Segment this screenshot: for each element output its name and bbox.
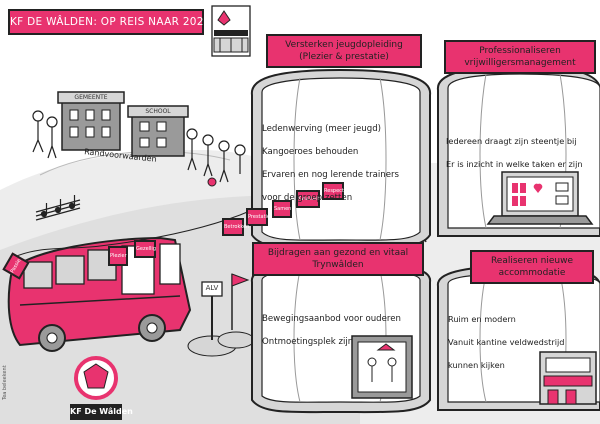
accommodation-building-icon [539, 351, 597, 405]
ball-icon [207, 177, 217, 187]
theme-title-line: Versterken jeugdopleiding [285, 40, 403, 50]
theme-title-line: Trynwâlden [312, 260, 364, 270]
list-item: voor de groep zetten [262, 192, 353, 203]
flag-prestatie: Prestatie [246, 208, 270, 226]
theme-title-line: accommodatie [498, 268, 566, 278]
theme-title-line: vrijwilligersmanagement [464, 58, 576, 68]
theme-items-accommodatie: Ruim en modern Vanuit kantine veldwedstr… [448, 302, 564, 383]
gemeente-label: GEMEENTE [74, 94, 108, 101]
list-item: Bewegingsaanbod voor ouderen [262, 313, 401, 324]
music-notes-icon [35, 195, 81, 221]
theme-title-accommodatie: Realiseren nieuwe accommodatie [470, 250, 594, 284]
theme-title-line: Bijdragen aan gezond en vitaal [267, 248, 409, 258]
list-item: kunnen kijken [448, 359, 505, 370]
bus-icon [7, 236, 192, 352]
page-title: KF DE WÂLDEN: OP REIS NAAR 2028 [8, 9, 210, 35]
flag-kwaliteit: Kwaliteit [296, 190, 320, 208]
gemeente-building-icon [57, 91, 125, 151]
theme-title-gezond: Bijdragen aan gezond en vitaal Trynwâlde… [252, 242, 424, 276]
theme-items-jeugd: Ledenwerving (meer jeugd) Kangoeroes beh… [262, 112, 399, 216]
theme-title-line: (Plezier & prestatie) [299, 52, 389, 62]
alv-label: ALV [205, 284, 219, 292]
theme-title-vrijwilligers: Professionaliseren vrijwilligersmanageme… [444, 40, 596, 74]
flag-respect: Respect [322, 182, 344, 200]
theme-title-line: Professionaliseren [479, 46, 561, 56]
theme-title-line: Realiseren nieuwe [490, 256, 574, 266]
theme-items-vrijwilligers: Iedereen draagt zijn steentje bij Er is … [446, 124, 583, 182]
flag-plezier: Plezier [108, 246, 128, 266]
flag-samen: Samen [272, 200, 292, 218]
list-item: Vanuit kantine veldwedstrijd [448, 336, 565, 347]
header-logo-icon [211, 5, 251, 57]
credit-text: Tea beleekent [2, 365, 8, 400]
list-item: Ontmoetingsplek zijn [262, 336, 354, 347]
school-label: SCHOOL [145, 108, 171, 115]
flag-betrokken: Betrokken [222, 218, 249, 236]
list-item: Ervaren en nog lerende trainers [262, 169, 400, 180]
list-item: Ruim en modern [448, 313, 516, 324]
footer-logo-text: KF De Wâlden [70, 407, 133, 416]
list-item: Ledenwerving (meer jeugd) [262, 123, 382, 134]
photo-frame-icon [351, 335, 413, 399]
theme-title-jeugd: Versterken jeugdopleiding (Plezier & pre… [266, 34, 422, 68]
list-item: Er is inzicht in welke taken er zijn [446, 158, 583, 169]
alv-sign-board [201, 281, 223, 297]
school-building-icon [127, 105, 189, 157]
list-item: Kangoeroes behouden [262, 146, 359, 157]
flag-gezellig: Gezellig [134, 240, 156, 258]
footer-logo-icon [70, 356, 122, 420]
people-group-icon [32, 110, 246, 183]
theme-items-gezond: Bewegingsaanbod voor ouderen Ontmoetings… [262, 302, 401, 360]
list-item: Iedereen draagt zijn steentje bij [446, 135, 577, 146]
laptop-icon [486, 171, 594, 225]
